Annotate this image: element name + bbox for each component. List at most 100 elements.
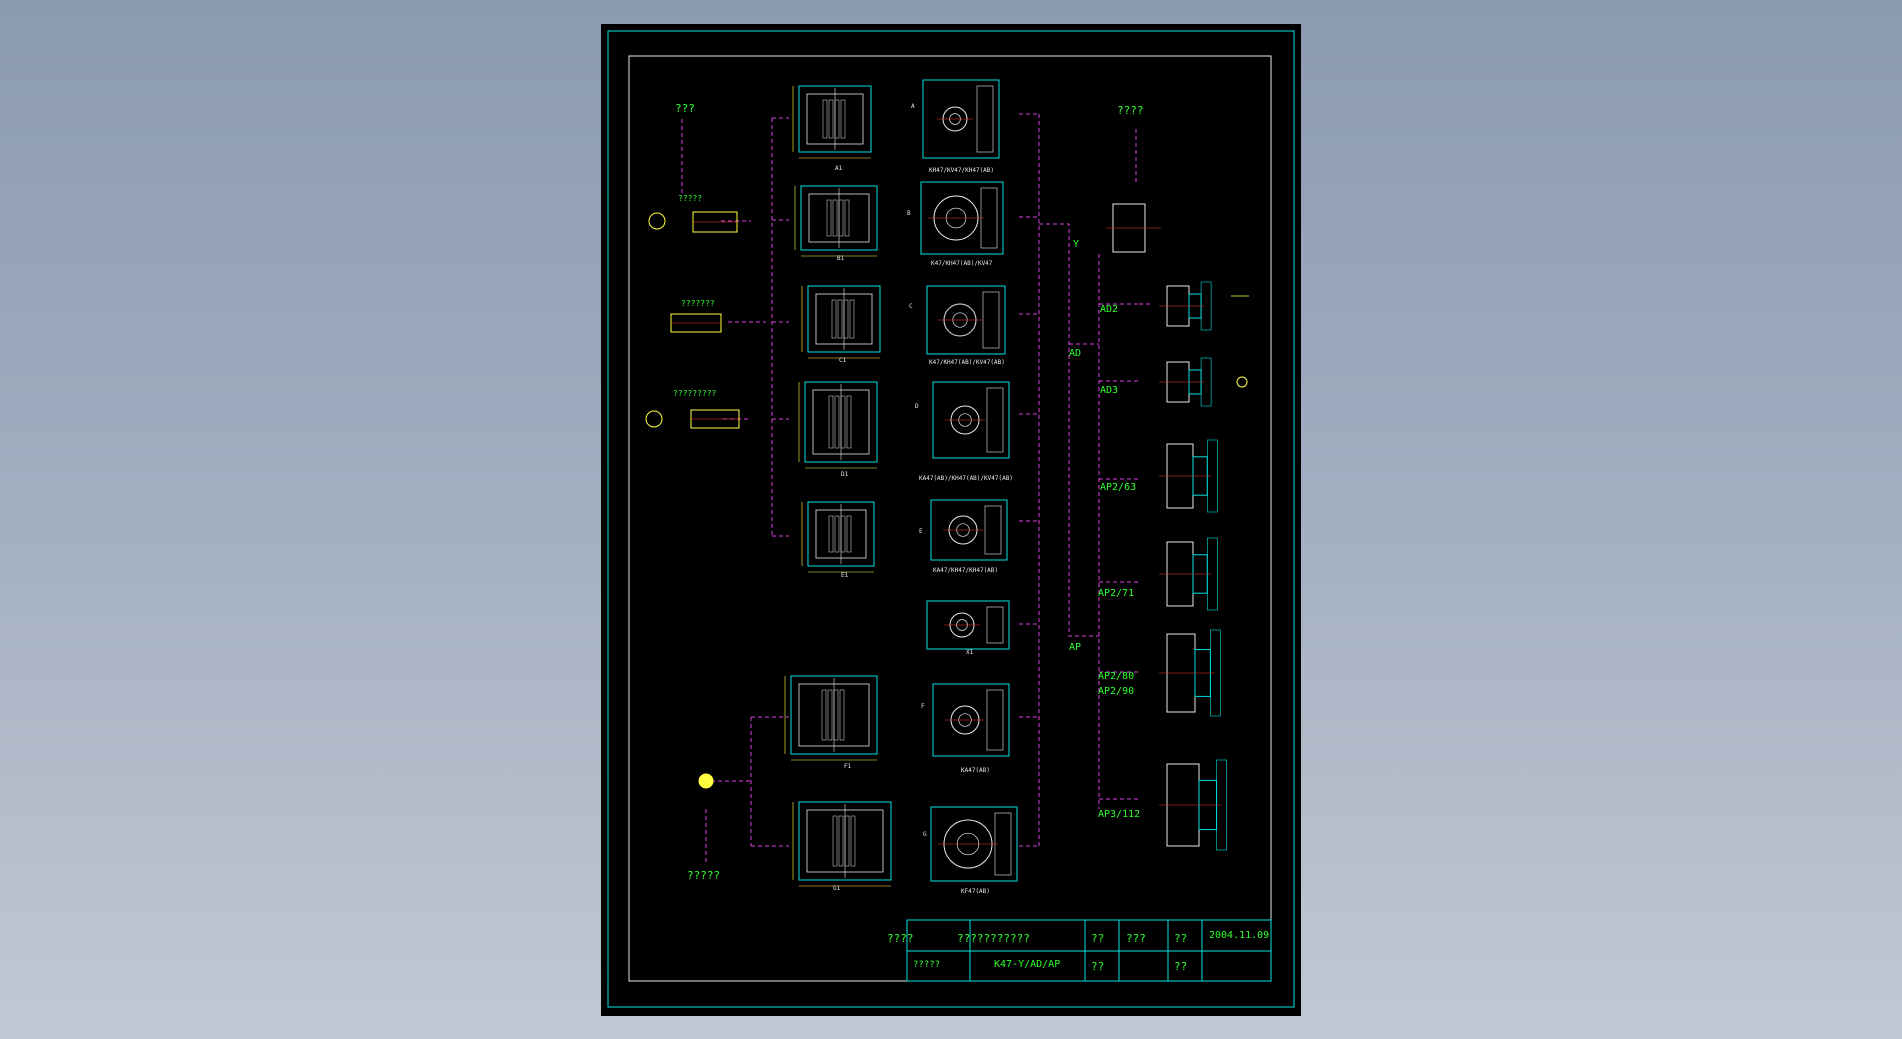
- mid-to-right: [1039, 223, 1099, 637]
- unit-g1-rib: [844, 815, 850, 867]
- caption-row-c: K47/KH47(AB)/KV47(AB): [929, 359, 1005, 366]
- caption-row-e: KA47/KH47/KH47(AB): [933, 567, 999, 574]
- unit-d1-rib: [840, 395, 846, 449]
- unit-row-d-fins: [986, 387, 1004, 453]
- title-block-r1c1: ????: [887, 932, 914, 945]
- unit-g1: [798, 801, 892, 881]
- unit-f1-rib: [839, 689, 845, 741]
- unit-c1-rib: [837, 299, 843, 339]
- branch-ap2-90: AP2/90: [1098, 686, 1135, 697]
- unit-c1-rib: [843, 299, 849, 339]
- marker-c: C: [909, 303, 913, 310]
- caption-g1: G1: [833, 885, 841, 892]
- unit-f1: [790, 675, 878, 755]
- label-top-left: ???: [675, 102, 695, 115]
- caption-b1: B1: [837, 255, 845, 262]
- branch-ad: AD: [1069, 348, 1082, 359]
- marker-a: A: [911, 103, 915, 110]
- title-block-r2c1: ?????: [913, 960, 941, 970]
- title-block-r2c3: ??: [1091, 960, 1105, 973]
- unit-e1-rib: [840, 515, 846, 553]
- branch-ap2-80: AP2/80: [1098, 671, 1135, 682]
- marker-f: F: [921, 703, 925, 710]
- title-block-r1c4: ???: [1126, 932, 1146, 945]
- unit-e1-rib: [834, 515, 840, 553]
- ad3-key: [1236, 376, 1248, 388]
- unit-row-e-fins: [984, 505, 1002, 555]
- unit-g1-rib: [850, 815, 856, 867]
- unit-row-x-fins: [986, 606, 1004, 644]
- unit-a1-rib: [828, 99, 834, 139]
- label-top-right: ????: [1117, 104, 1144, 117]
- coupling-disc: [698, 773, 714, 789]
- branch-ap2-71: AP2/71: [1098, 588, 1135, 599]
- unit-row-g: [930, 806, 1018, 882]
- caption-a1: A1: [835, 165, 843, 172]
- caption-row-g: KF47(AB): [961, 888, 990, 895]
- caption-row-a: KH47/KV47/KH47(AB): [929, 167, 995, 174]
- caption-c1: C1: [839, 357, 847, 364]
- unit-a1-rib: [840, 99, 846, 139]
- unit-row-b: [920, 181, 1004, 255]
- marker-e: E: [919, 528, 923, 535]
- flange-a-end: [648, 212, 666, 230]
- unit-row-f-fins: [986, 689, 1004, 751]
- unit-e1-rib: [846, 515, 852, 553]
- title-block-r1c2: ???????????: [957, 932, 1030, 945]
- unit-g1-rib: [838, 815, 844, 867]
- label-flange-b: ???????: [681, 299, 715, 308]
- unit-e1-rib: [828, 515, 834, 553]
- unit-c1-rib: [831, 299, 837, 339]
- branch-ad3: AD3: [1100, 385, 1119, 396]
- unit-a1: [798, 85, 872, 153]
- flange-c-end: [645, 410, 663, 428]
- caption-f1: F1: [844, 763, 852, 770]
- marker-d: D: [915, 403, 919, 410]
- drawing-sheet: ??? ???? ????? ??????? ????????? ????? Y…: [601, 24, 1301, 1016]
- caption-x1: X1: [966, 649, 974, 656]
- unit-d1-rib: [828, 395, 834, 449]
- unit-row-x: [926, 600, 1010, 650]
- unit-b1-rib: [844, 199, 850, 237]
- unit-a1-rib: [822, 99, 828, 139]
- unit-e1: [807, 501, 875, 567]
- title-block-r1c6: 2004.11.09: [1209, 930, 1270, 941]
- inner-border: [628, 55, 1272, 982]
- unit-d1: [804, 381, 878, 463]
- drawing-canvas: [607, 30, 1295, 1008]
- unit-f1-rib: [833, 689, 839, 741]
- caption-d1: D1: [841, 471, 849, 478]
- unit-f1-rib: [827, 689, 833, 741]
- label-flange-a: ?????: [678, 194, 703, 203]
- unit-row-a: [922, 79, 1000, 159]
- title-block-r2c2: K47-Y/AD/AP: [994, 959, 1061, 970]
- unit-row-f: [932, 683, 1010, 757]
- unit-row-c-fins: [982, 291, 1000, 349]
- title-block-r2c5: ??: [1174, 960, 1188, 973]
- unit-row-c: [926, 285, 1006, 355]
- caption-row-f: KA47(AB): [961, 767, 990, 774]
- caption-e1: E1: [841, 572, 849, 579]
- caption-row-b: K47/KH47(AB)/KV47: [931, 260, 993, 267]
- unit-b1-rib: [826, 199, 832, 237]
- branch-y: Y: [1073, 239, 1080, 250]
- label-flange-c: ?????????: [673, 389, 717, 398]
- marker-g: G: [923, 831, 927, 838]
- unit-g1-rib: [832, 815, 838, 867]
- unit-b1: [800, 185, 878, 251]
- branch-ap: AP: [1069, 642, 1082, 653]
- branch-ad2: AD2: [1100, 304, 1119, 315]
- unit-b1-rib: [838, 199, 844, 237]
- unit-c1: [807, 285, 881, 353]
- caption-row-d: KA47(AB)/KH47(AB)/KV47(AB): [919, 475, 1013, 482]
- title-block-r1c3: ??: [1091, 932, 1105, 945]
- unit-row-d: [932, 381, 1010, 459]
- label-bottom-left: ?????: [687, 869, 721, 882]
- unit-row-a-fins: [976, 85, 994, 153]
- branch-ap2-63: AP2/63: [1100, 482, 1137, 493]
- outer-border: [607, 30, 1295, 1008]
- marker-b: B: [907, 210, 911, 217]
- unit-b1-rib: [832, 199, 838, 237]
- branch-ap3-112: AP3/112: [1098, 809, 1141, 820]
- unit-c1-rib: [849, 299, 855, 339]
